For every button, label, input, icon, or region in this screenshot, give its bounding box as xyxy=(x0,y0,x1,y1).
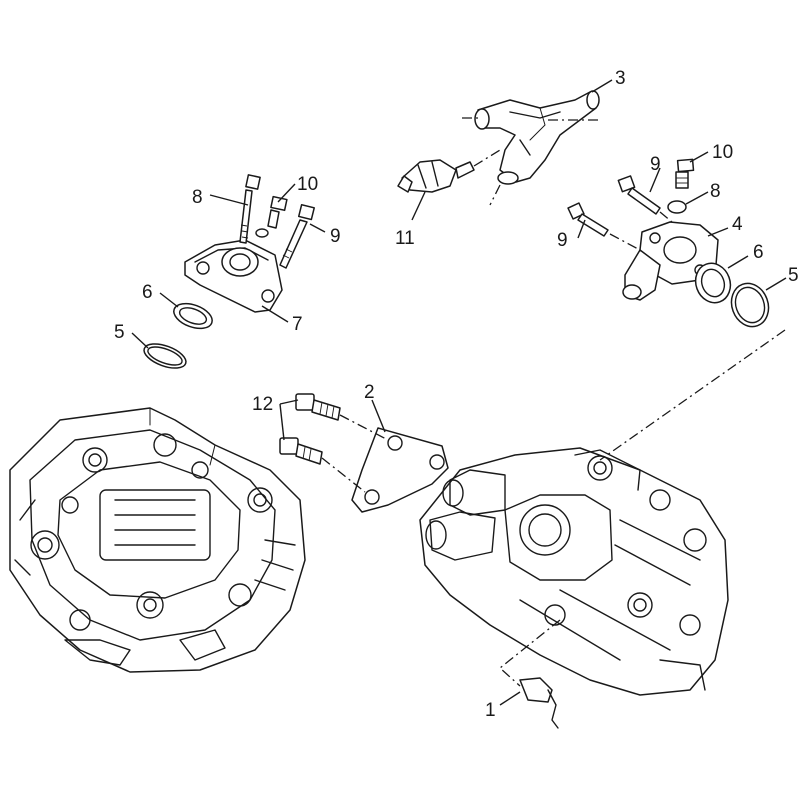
leader-lines xyxy=(131,79,787,706)
callout-12: 12 xyxy=(252,394,273,415)
thermostat-housing-right xyxy=(622,221,719,301)
bolt-9-right-lower xyxy=(567,202,609,237)
callout-10-right: 10 xyxy=(712,142,733,163)
callout-8-left: 8 xyxy=(192,187,203,208)
gasket-6-left xyxy=(173,302,213,330)
callout-9-left: 9 xyxy=(330,226,341,247)
callout-2: 2 xyxy=(364,382,375,403)
callout-4: 4 xyxy=(732,214,743,235)
bolt-10-left xyxy=(255,195,288,238)
callout-9-right-upper: 9 xyxy=(650,154,661,175)
bolt-9-left xyxy=(279,203,315,269)
bolt-8-left xyxy=(239,174,261,244)
callout-6-right: 6 xyxy=(753,242,764,263)
thermostat-housing-left xyxy=(184,239,283,313)
bolt-12-upper xyxy=(295,393,341,421)
callout-5-left: 5 xyxy=(114,322,125,343)
left-cylinder-head xyxy=(9,407,306,673)
callout-11: 11 xyxy=(395,228,415,249)
bolt-12-lower xyxy=(279,437,323,465)
bracket-2 xyxy=(351,427,449,513)
right-cylinder-head xyxy=(419,447,729,696)
temp-sensor-11 xyxy=(397,159,475,193)
coolant-y-pipe xyxy=(474,90,600,185)
washer-8-right xyxy=(667,200,687,214)
bolt-10-right xyxy=(675,158,695,189)
bleed-screw-1 xyxy=(519,677,559,729)
o-ring-5-left xyxy=(143,343,187,369)
o-ring-5-right xyxy=(730,282,770,328)
callout-5-right: 5 xyxy=(788,265,799,286)
callout-labels: 1 2 3 4 5 5 6 6 7 8 8 9 9 9 10 10 11 12 xyxy=(114,68,799,721)
callout-8-right: 8 xyxy=(710,181,721,202)
callout-6-left: 6 xyxy=(142,282,153,303)
callout-9-right-lower: 9 xyxy=(557,230,568,251)
callout-3: 3 xyxy=(615,68,626,89)
bolt-9-right-upper xyxy=(617,175,661,215)
callout-10-left: 10 xyxy=(297,174,318,195)
callout-1: 1 xyxy=(485,700,496,721)
callout-7: 7 xyxy=(292,314,303,335)
